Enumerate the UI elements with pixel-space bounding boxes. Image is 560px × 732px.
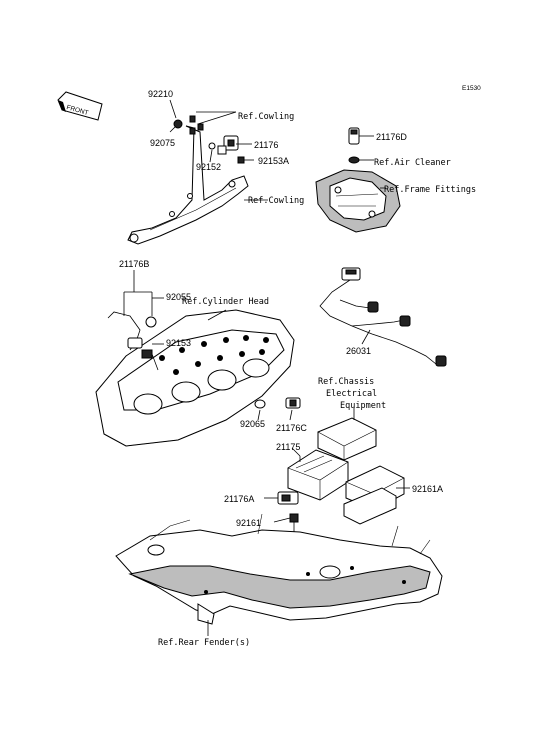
- label-92055: 92055: [166, 292, 191, 302]
- holder-92161A: [343, 465, 405, 525]
- ref-rear-fender: Ref.Rear Fender(s): [158, 638, 250, 648]
- ref-cowling-lower: Ref.Cowling: [248, 196, 304, 206]
- sensor-21176B: [107, 311, 157, 359]
- label-92152: 92152: [196, 162, 221, 172]
- collar-92152: [208, 142, 216, 150]
- label-92210: 92210: [148, 89, 173, 99]
- cylinder-head: [95, 309, 295, 447]
- label-21176D: 21176D: [376, 132, 407, 142]
- ref-chassis-1: Ref.Chassis: [318, 377, 374, 387]
- label-92161A: 92161A: [412, 484, 443, 494]
- label-92065: 92065: [240, 419, 265, 429]
- ref-frame-fittings: Ref.Frame Fittings: [384, 185, 476, 195]
- ref-cowling-upper: Ref.Cowling: [238, 112, 294, 122]
- bolts-92210: [189, 115, 204, 135]
- label-92161: 92161: [236, 518, 261, 528]
- cowling-stay-bracket: [127, 125, 249, 245]
- ecu-21175: [287, 449, 349, 501]
- label-21176: 21176: [254, 140, 278, 150]
- label-92153A: 92153A: [258, 156, 289, 166]
- sensor-21176A: [277, 491, 299, 505]
- ref-cylinder-head: Ref.Cylinder Head: [182, 297, 269, 307]
- air-cleaner-housing: [315, 169, 401, 233]
- diagram-code: E1530: [462, 85, 481, 92]
- ref-air-cleaner: Ref.Air Cleaner: [374, 158, 451, 168]
- rear-fender: [115, 513, 443, 625]
- electrical-equipment-module: [317, 417, 377, 461]
- sensor-21176C: [285, 397, 301, 409]
- wiring-harness-26031: [319, 267, 447, 367]
- sensor-21176D: [348, 127, 360, 164]
- ref-chassis-2: Electrical: [326, 389, 377, 399]
- label-92075: 92075: [150, 138, 175, 148]
- label-92153: 92153: [166, 338, 191, 348]
- ref-chassis-3: Equipment: [340, 401, 386, 411]
- sensor-21176: [217, 135, 239, 155]
- damper-92161: [289, 513, 299, 534]
- label-21176A: 21176A: [224, 494, 254, 504]
- label-21175: 21175: [276, 442, 300, 452]
- bolt-92153A: [237, 156, 254, 164]
- label-26031: 26031: [346, 346, 371, 356]
- label-21176C: 21176C: [276, 423, 307, 433]
- gasket-92065: [254, 399, 266, 409]
- label-21176B: 21176B: [119, 259, 149, 269]
- front-arrow-icon: FRONT: [57, 91, 103, 121]
